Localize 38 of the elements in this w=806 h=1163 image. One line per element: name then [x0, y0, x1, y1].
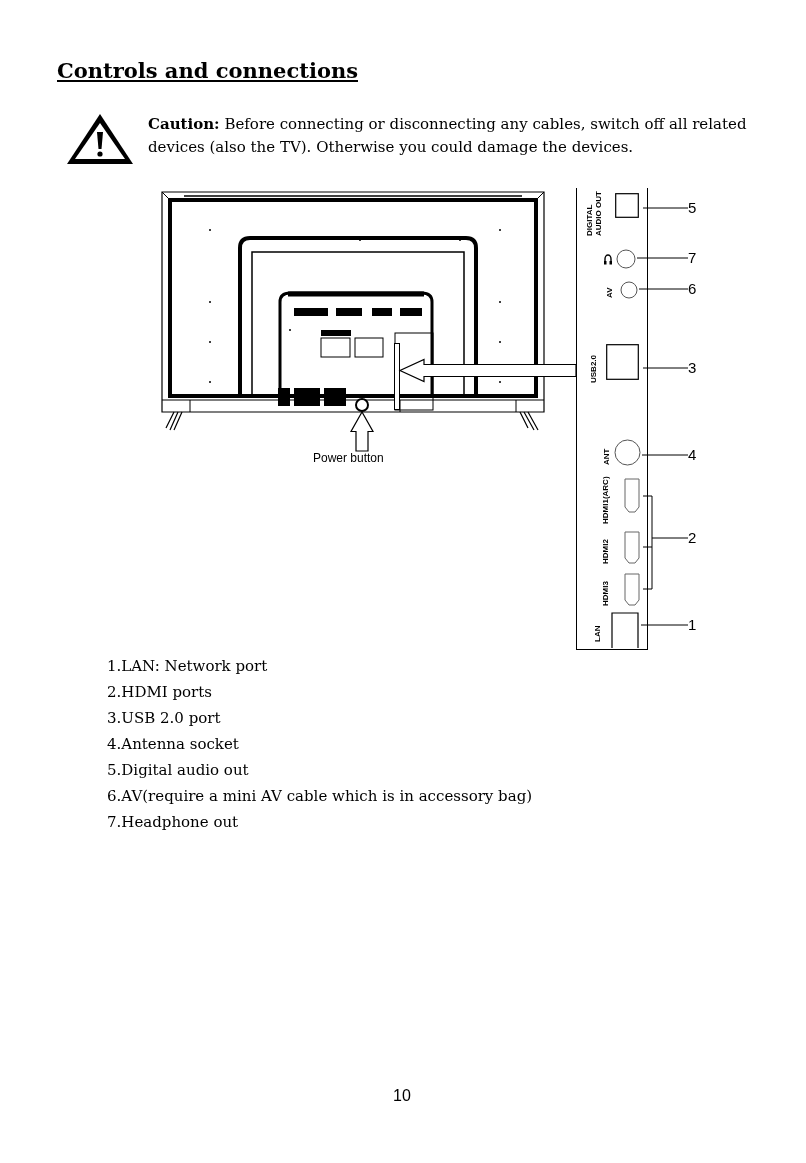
callout-number: 1 [688, 616, 702, 634]
leader-line [642, 207, 689, 209]
callout-number: 2 [688, 529, 702, 547]
port-label: HDMI3 [601, 580, 610, 606]
port-panel [576, 188, 648, 650]
port-label: USB2.0 [589, 354, 598, 383]
connector-slot [394, 343, 400, 410]
list-item: 6.AV(require a mini AV cable which is in accessory bag) [107, 786, 534, 807]
list-item: 7.Headphone out [107, 812, 240, 833]
callout-number: 6 [688, 280, 702, 298]
port-label: HDMI2 [601, 538, 610, 564]
callout-label: Power button [313, 451, 384, 467]
list-item: 1.LAN: Network port [107, 656, 269, 677]
list-item: 3.USB 2.0 port [107, 708, 222, 729]
block-arrow [349, 410, 375, 452]
callout-number: 7 [688, 249, 702, 267]
leader-line [642, 495, 689, 590]
page-number: 10 [393, 1087, 411, 1105]
port-label: LAN [593, 624, 602, 642]
leader-line [642, 367, 689, 369]
list-item: 2.HDMI ports [107, 682, 213, 703]
port-label: AV [605, 286, 614, 298]
port-label: ANT [602, 447, 611, 465]
port-label: DIGITAL AUDIO OUT [585, 190, 603, 236]
leader-line [636, 257, 689, 259]
list-item: 4.Antenna socket [107, 734, 240, 755]
leader-line [638, 288, 689, 290]
callout-number: 3 [688, 359, 702, 377]
leader-line [641, 454, 689, 456]
block-arrow [398, 358, 577, 383]
list-item: 5.Digital audio out [107, 760, 250, 781]
power-button [355, 398, 369, 412]
page-title: Controls and connections [57, 58, 358, 83]
port-label: HDMI1(ARC) [601, 475, 610, 524]
callout-number: 4 [688, 446, 702, 464]
caution-text: Caution: Before connecting or disconnecting any cables, switch off all related devices (also the TV). Otherwise you could damage the devices. [148, 114, 748, 158]
leader-line [640, 624, 689, 626]
callout-number: 5 [688, 199, 702, 217]
